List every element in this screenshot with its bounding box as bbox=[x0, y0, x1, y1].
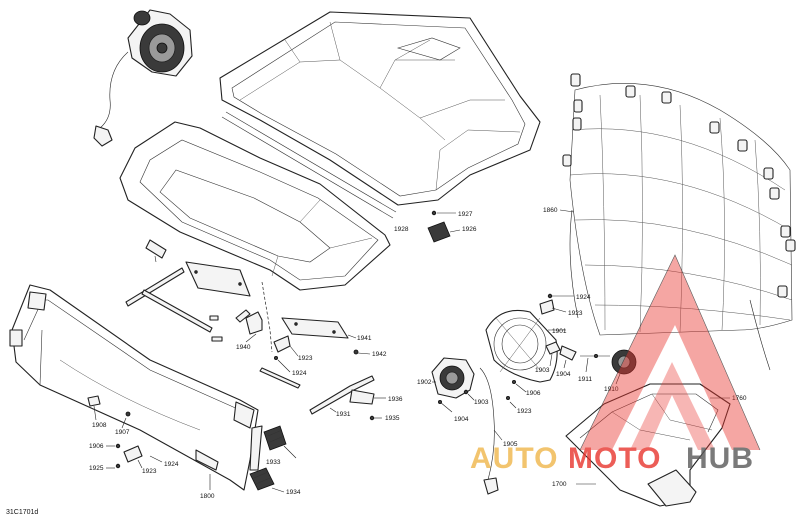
callout-1924a: 1924 bbox=[576, 294, 591, 301]
storage-tray: 1928 bbox=[119, 111, 409, 291]
callout-1800: 1800 bbox=[200, 493, 215, 500]
autmotohub-watermark-logo: AUTO MOTO HUB bbox=[470, 254, 761, 475]
callout-1907: 1906 bbox=[526, 390, 541, 397]
hardware-bottom-left: 1908 1907 1906 1923 1925 1924 bbox=[87, 395, 179, 475]
speaker-assembly-right: 1924 1923 1901 1903 1904 1911 1910 bbox=[485, 293, 637, 393]
hold-down-bracket: 1936 1931 1935 bbox=[309, 375, 403, 422]
callout-1924c: 1935 bbox=[385, 415, 400, 422]
callout-1911: 1903 bbox=[535, 367, 550, 374]
callout-1904: 1904 bbox=[454, 416, 469, 423]
rear-panel: 1800 bbox=[9, 284, 259, 500]
watermark-part1: AUTO bbox=[470, 442, 558, 475]
cargo-net bbox=[562, 73, 796, 371]
callout-1906: 1923 bbox=[517, 408, 532, 415]
watermark-part2: MOTO bbox=[568, 442, 661, 475]
callout-1923b: 1923 bbox=[298, 355, 313, 362]
callout-1935b: 1924 bbox=[164, 461, 179, 468]
callout-1934: 1907 bbox=[115, 429, 130, 436]
callout-1860: 1860 bbox=[543, 207, 558, 214]
callout-1901: 1901 bbox=[552, 328, 567, 335]
callout-1908: 1910 bbox=[604, 386, 619, 393]
callout-1923a: 1923 bbox=[568, 310, 583, 317]
callout-1927: 1927 bbox=[458, 211, 473, 218]
roof-panel bbox=[219, 11, 541, 206]
callout-1909: 1911 bbox=[578, 376, 592, 383]
callout-1902: 1902 bbox=[417, 379, 432, 386]
callout-1942: 1942 bbox=[372, 351, 387, 358]
callout-1931: 1923 bbox=[142, 468, 157, 475]
drawing-reference-code: 31C1701d bbox=[6, 509, 38, 516]
callout-1940: 1940 bbox=[236, 344, 251, 351]
foot-pads: 1933 1934 bbox=[249, 425, 301, 496]
net-clips bbox=[562, 73, 796, 298]
console-cover: 1760 1700 bbox=[552, 383, 747, 507]
speaker-top-left bbox=[93, 9, 193, 147]
callout-1928: 1928 bbox=[394, 226, 409, 233]
callout-1905: 1905 bbox=[503, 441, 518, 448]
small-speaker-center: 1902 1903 1904 1905 1906 1923 bbox=[417, 357, 541, 495]
callout-1936: 1906 bbox=[89, 443, 104, 450]
callout-1925: 1931 bbox=[336, 411, 351, 418]
watermark-part3: HUB bbox=[686, 442, 754, 475]
callout-1932: 1933 bbox=[266, 459, 281, 466]
callout-1924b: 1924 bbox=[292, 370, 307, 377]
callout-1903: 1903 bbox=[474, 399, 489, 406]
callout-1700: 1700 bbox=[552, 481, 567, 488]
center-brackets: 1940 1941 1923 1942 1924 bbox=[125, 239, 387, 389]
callout-1933: 1908 bbox=[92, 422, 107, 429]
callout-1926: 1926 bbox=[462, 226, 477, 233]
callout-1760: 1760 bbox=[732, 395, 747, 402]
callout-1941: 1941 bbox=[357, 335, 372, 342]
callout-1935a: 1925 bbox=[89, 465, 104, 472]
callout-1910: 1904 bbox=[556, 371, 571, 378]
callout-1923c: 1936 bbox=[388, 396, 403, 403]
callout-1930: 1934 bbox=[286, 489, 301, 496]
roof-clip-hardware: 1927 1926 bbox=[427, 210, 477, 243]
